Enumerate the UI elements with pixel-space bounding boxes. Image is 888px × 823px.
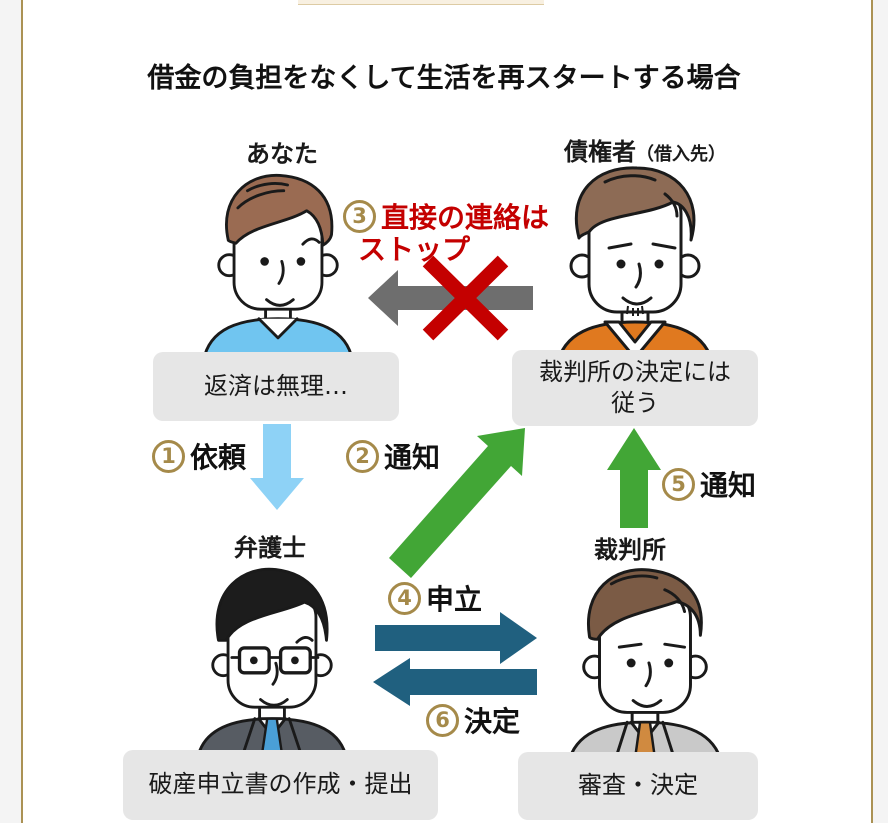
step-5-number-icon: 5 [662,467,695,501]
court-illustration [566,568,724,766]
actor-label-court: 裁判所 [594,536,666,564]
step-4-number-icon: 4 [388,581,421,615]
actor-label-lawyer: 弁護士 [234,534,306,562]
right-frame-border [871,0,888,823]
step-3-label-line2: ストップ [358,233,471,266]
left-frame-border [0,0,23,823]
step-2: 2 通知 [346,436,440,476]
lawyer-glasses [237,646,271,675]
court-hair [587,568,703,641]
creditor-hair [574,166,696,242]
arrow-decision-left [373,658,537,706]
creditor-label-sub: （借入先） [636,144,726,165]
arrow-notify-up [607,428,661,528]
lawyer-hair [215,567,329,642]
step-3: 3 直接の連絡は [343,196,549,236]
court-action-box: 審査・決定 [518,752,758,820]
arrow-contact-stopped [368,270,533,326]
you-illustration [202,173,354,361]
step-6: 6 決定 [426,700,520,740]
actor-label-creditor: 債権者（借入先） [545,132,745,167]
arrow-petition-right [375,612,537,664]
diagram-title: 借金の負担をなくして生活を再スタートする場合 [147,63,741,94]
step-3-label: 直接の連絡は [381,201,550,234]
you-hair [225,173,334,247]
step-5-label: 通知 [700,469,757,502]
step-4: 4 申立 [388,578,482,618]
step-6-number-icon: 6 [426,703,459,737]
creditor-speech-box: 裁判所の決定には 従う [512,350,758,426]
lawyer-illustration [196,567,348,759]
step-4-label: 申立 [426,583,483,616]
lawyer-action-box: 破産申立書の作成・提出 [123,750,438,820]
step-1-number-icon: 1 [152,439,185,473]
creditor-goatee [626,305,644,316]
creditor-label-main: 債権者 [564,138,636,166]
creditor-illustration [555,166,715,366]
you-speech-box: 返済は無理… [153,352,399,421]
step-1: 1 依頼 [152,436,246,476]
actor-label-you: あなた [246,140,318,168]
top-ribbon-remnant [298,0,544,5]
step-1-label: 依頼 [190,441,247,474]
step-6-label: 決定 [464,705,521,738]
arrow-request-down [250,424,304,510]
step-2-number-icon: 2 [346,439,379,473]
lawyer-tie [261,717,283,753]
step-5: 5 通知 [662,464,756,504]
step-2-label: 通知 [384,441,441,474]
prohibited-cross-icon [422,255,509,341]
step-3-number-icon: 3 [343,199,376,233]
